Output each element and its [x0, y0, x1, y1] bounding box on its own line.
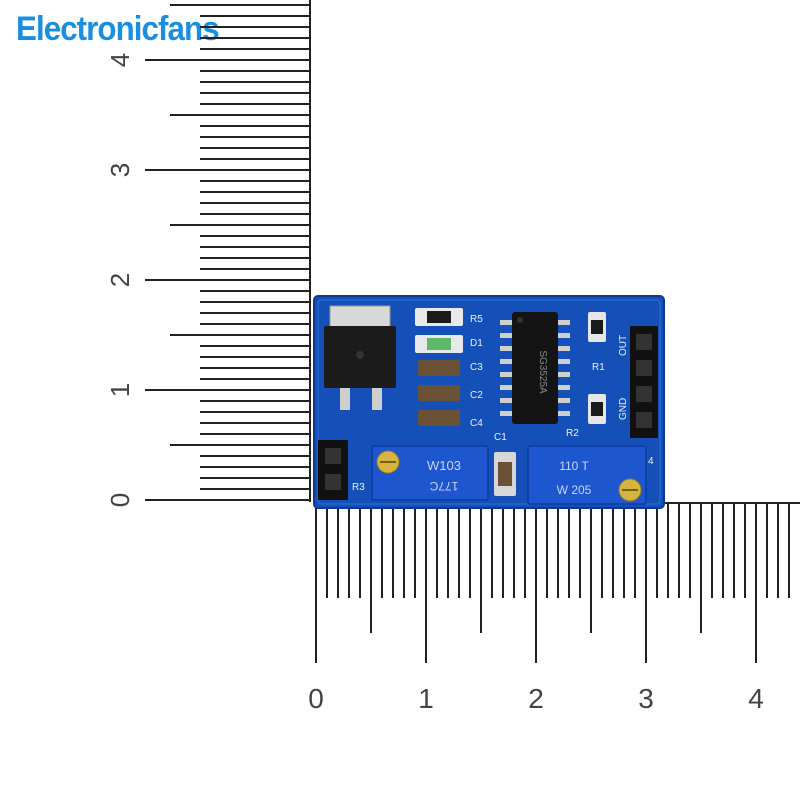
voltage-regulator	[324, 305, 396, 410]
vertical-ruler-label: 0	[105, 493, 135, 507]
pot-right-code: W 205	[557, 483, 592, 497]
label-c2: C2	[470, 390, 483, 401]
resistor-r2-part	[588, 394, 606, 424]
horizontal-ruler-label: 1	[418, 683, 434, 714]
label-r3: R3	[352, 482, 365, 493]
vertical-ruler-labels: 0 1 2 3 4	[105, 53, 135, 507]
horizontal-ruler-labels: 0 1 2 3 4	[308, 683, 764, 714]
label-c3: C3	[470, 362, 483, 373]
pot-left-marking: W103	[427, 458, 461, 473]
capacitor-c1-part	[494, 452, 516, 496]
vertical-ruler-label: 4	[105, 53, 135, 67]
label-r2: R2	[566, 428, 579, 439]
pot-right-marking: 110 T	[559, 459, 589, 473]
vertical-ruler-label: 3	[105, 163, 135, 177]
vertical-ruler	[145, 0, 311, 502]
brand-logo-text: Electronicfans	[16, 10, 220, 48]
potentiometer-left: W103 177C	[371, 445, 489, 501]
label-r1: R1	[592, 362, 605, 373]
vertical-ruler-label: 2	[105, 273, 135, 287]
brand-logo: Electronicfans	[16, 10, 220, 49]
label-gnd: GND	[618, 398, 629, 420]
output-header	[630, 326, 658, 438]
vertical-ruler-label: 1	[105, 383, 135, 397]
horizontal-ruler	[314, 502, 800, 663]
label-r5: R5	[470, 314, 483, 325]
label-pin4: 4	[648, 456, 654, 467]
label-out: OUT	[618, 335, 629, 356]
resistor-r1-part	[588, 312, 606, 342]
label-c4: C4	[470, 418, 483, 429]
label-c1: C1	[494, 432, 507, 443]
ic-chip: SG3525A	[500, 312, 570, 424]
chip-marking: SG3525A	[537, 350, 548, 394]
horizontal-ruler-label: 2	[528, 683, 544, 714]
label-d1: D1	[470, 338, 483, 349]
pcb-board: SG3525A W103	[313, 295, 665, 509]
potentiometer-right: 110 T W 205	[527, 445, 647, 505]
horizontal-ruler-label: 4	[748, 683, 764, 714]
horizontal-ruler-label: 0	[308, 683, 324, 714]
horizontal-ruler-label: 3	[638, 683, 654, 714]
pot-left-code: 177C	[429, 479, 458, 493]
input-header	[318, 440, 348, 500]
smd-components	[415, 308, 463, 426]
